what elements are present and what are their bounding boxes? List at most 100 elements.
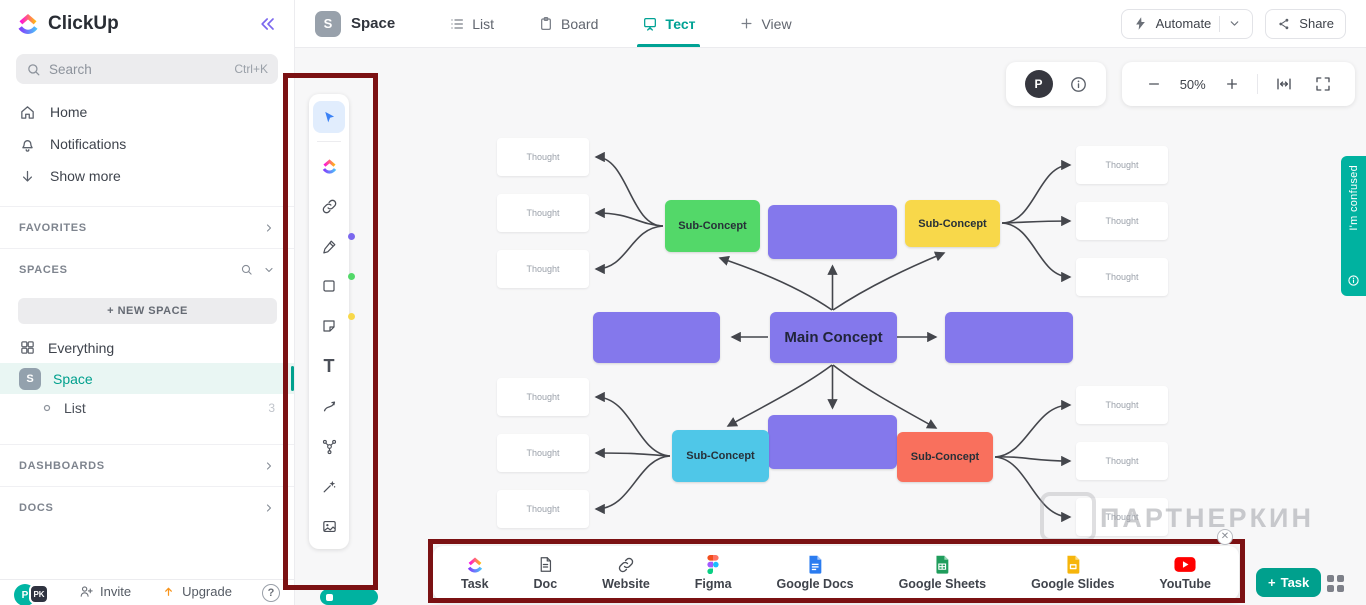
search-bar[interactable]: Ctrl+K — [16, 54, 278, 84]
zoom-out-button[interactable] — [1141, 71, 1167, 97]
logo-row: ClickUp — [0, 0, 294, 48]
embed-item-figma[interactable]: Figma — [695, 555, 732, 591]
section-spaces[interactable]: SPACES — [0, 248, 294, 290]
thought-node[interactable]: Thought — [497, 250, 589, 288]
thought-node[interactable]: Thought — [1076, 442, 1168, 480]
workspace-avatar[interactable]: PK — [29, 584, 49, 604]
divider — [1257, 74, 1259, 94]
mind-map-tool[interactable] — [313, 430, 345, 462]
embed-item-youtube[interactable]: YouTube — [1159, 555, 1211, 591]
ai-tool[interactable] — [313, 470, 345, 502]
sub-concept-node-green[interactable]: Sub-Concept — [665, 200, 760, 252]
tab-label: List — [472, 15, 494, 32]
presence-avatar[interactable]: P — [1024, 70, 1053, 98]
sub-concept-node-blue[interactable]: Sub-Concept — [672, 430, 769, 482]
embed-item-google-sheets[interactable]: Google Sheets — [899, 555, 986, 591]
connector-arrow-icon — [323, 400, 335, 411]
link-tool[interactable] — [313, 190, 345, 222]
thought-node[interactable]: Thought — [1076, 386, 1168, 424]
select-tool[interactable] — [313, 101, 345, 133]
new-space-button[interactable]: + NEW SPACE — [18, 298, 277, 324]
sub-concept-node-yellow[interactable]: Sub-Concept — [905, 200, 1000, 247]
fit-to-width-button[interactable] — [1271, 71, 1297, 97]
thought-node[interactable]: Thought — [1076, 202, 1168, 240]
google-slides-icon — [1065, 555, 1081, 574]
sidebar-item-notifications[interactable]: Notifications — [0, 128, 294, 160]
sidebar-item-everything[interactable]: Everything — [0, 332, 294, 363]
sidebar-item-space[interactable]: S Space — [0, 363, 294, 394]
sidebar-item-label: Notifications — [50, 136, 127, 152]
embed-item-website[interactable]: Website — [602, 555, 650, 591]
search-input[interactable] — [49, 61, 227, 77]
thought-node[interactable]: Thought — [497, 434, 589, 472]
section-favorites[interactable]: FAVORITES — [0, 206, 294, 248]
add-task-button[interactable]: + Task — [1256, 568, 1322, 597]
thought-node[interactable]: Thought — [497, 378, 589, 416]
section-dashboards[interactable]: DASHBOARDS — [0, 444, 294, 486]
tab-test-whiteboard[interactable]: Тест — [637, 0, 701, 47]
embed-item-label: Google Slides — [1031, 577, 1115, 591]
thought-node[interactable]: Thought — [1076, 498, 1168, 536]
invite-button[interactable]: Invite — [79, 584, 131, 599]
info-icon[interactable] — [1069, 75, 1088, 94]
concept-node-left[interactable] — [593, 312, 720, 363]
fit-width-icon — [1277, 78, 1291, 90]
thought-node[interactable]: Thought — [497, 490, 589, 528]
tab-add-view[interactable]: View — [739, 0, 792, 47]
automate-button[interactable]: Automate — [1120, 8, 1254, 39]
text-tool[interactable]: T — [313, 350, 345, 382]
chevron-right-icon — [266, 461, 272, 470]
thought-node[interactable]: Thought — [1076, 258, 1168, 296]
apps-grid-button[interactable] — [1322, 570, 1348, 596]
sidebar-item-list[interactable]: List 3 — [0, 394, 294, 422]
concept-node-right[interactable] — [945, 312, 1073, 363]
concept-node-top[interactable] — [768, 205, 897, 259]
concept-node-bottom[interactable] — [768, 415, 897, 469]
thought-node[interactable]: Thought — [1076, 146, 1168, 184]
collapse-sidebar-button[interactable] — [258, 14, 278, 34]
fullscreen-button[interactable] — [1310, 71, 1336, 97]
embed-item-task[interactable]: Task — [461, 555, 489, 591]
zoom-in-button[interactable] — [1219, 71, 1245, 97]
link-icon — [322, 199, 336, 213]
im-confused-ribbon[interactable]: I'm confused — [1341, 156, 1366, 296]
onboarding-hint-pill[interactable] — [320, 589, 378, 605]
thought-node[interactable]: Thought — [497, 194, 589, 232]
tab-list[interactable]: List — [449, 0, 494, 47]
connector-tool[interactable] — [313, 390, 345, 422]
help-button[interactable]: ? — [262, 584, 280, 602]
plus-glyph: + — [1268, 575, 1276, 590]
search-shortcut: Ctrl+K — [234, 62, 268, 76]
share-button[interactable]: Share — [1265, 8, 1346, 39]
hint-glyph — [326, 593, 333, 601]
embed-item-doc[interactable]: Doc — [534, 555, 557, 591]
presence-pill: P — [1006, 62, 1106, 106]
shape-tool[interactable] — [313, 270, 355, 302]
embed-item-google-docs[interactable]: Google Docs — [777, 555, 854, 591]
chevron-down-icon — [1230, 21, 1239, 26]
thought-node[interactable]: Thought — [497, 138, 589, 176]
pen-tool[interactable] — [313, 230, 355, 262]
sub-concept-node-red[interactable]: Sub-Concept — [897, 432, 993, 482]
sticky-note-tool[interactable] — [313, 310, 355, 342]
tab-board[interactable]: Board — [538, 0, 598, 47]
main-concept-node[interactable]: Main Concept — [770, 312, 897, 363]
watermark: ПАРТНЕРКИН — [1100, 503, 1314, 533]
sidebar-item-label: List — [64, 400, 86, 416]
ribbon-label: I'm confused — [1347, 165, 1360, 231]
embed-item-google-slides[interactable]: Google Slides — [1031, 555, 1114, 591]
share-label: Share — [1299, 16, 1334, 31]
sidebar-item-show-more[interactable]: Show more — [0, 160, 294, 192]
insert-clickup-item-tool[interactable] — [313, 150, 345, 182]
magic-wand-icon — [323, 480, 335, 492]
sidebar-item-home[interactable]: Home — [0, 96, 294, 128]
watermark-logo — [1040, 492, 1096, 542]
embed-item-label: Google Docs — [776, 577, 854, 591]
upgrade-button[interactable]: Upgrade — [161, 584, 232, 599]
info-icon — [1348, 275, 1359, 286]
topbar: S Space List Board Тест — [295, 0, 1366, 48]
zoom-level[interactable]: 50% — [1179, 76, 1206, 92]
image-tool[interactable] — [313, 510, 345, 542]
section-docs[interactable]: DOCS — [0, 486, 294, 528]
watermark-close-button[interactable]: ✕ — [1217, 529, 1233, 545]
